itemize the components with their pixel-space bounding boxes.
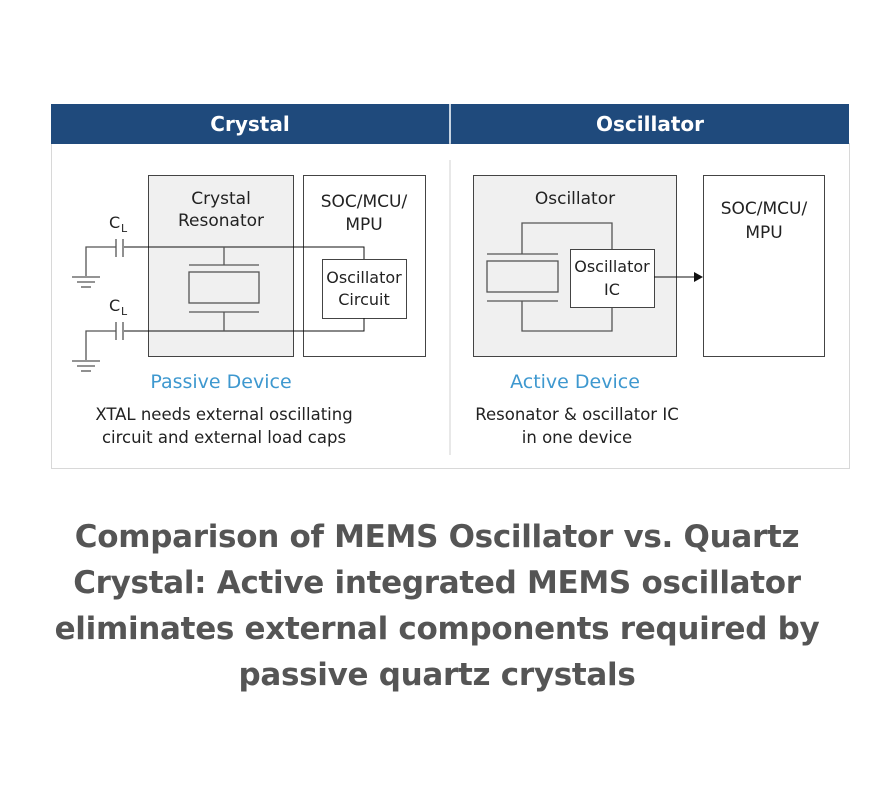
figure-caption: Comparison of MEMS Oscillator vs. Quartz… — [54, 519, 820, 693]
oscillator-circuit-label-2: Circuit — [338, 290, 390, 309]
header-oscillator: Oscillator — [596, 112, 704, 136]
cap-top-subscript: L — [121, 222, 128, 235]
mems-resonator-icon — [486, 253, 559, 302]
oscillator-box-label: Oscillator — [535, 189, 615, 209]
oscillator-ic-box — [570, 249, 655, 308]
cap-bottom-label: C — [109, 296, 120, 315]
header-bar-crystal — [51, 104, 449, 144]
oscillator-circuit-box — [322, 259, 407, 319]
oscillator-ic-label-1: Oscillator — [574, 257, 650, 276]
oscillator-ic-label-2: IC — [604, 280, 620, 299]
cap-bottom-subscript: L — [121, 305, 128, 318]
crystal-resonator-label-2: Resonator — [178, 211, 264, 231]
oscillator-description-1: Resonator & oscillator IC — [475, 405, 678, 424]
crystal-resonator-box — [148, 175, 294, 357]
output-arrow-icon — [694, 272, 703, 282]
crystal-description-2: circuit and external load caps — [102, 428, 346, 447]
crystal-resonator-label-1: Crystal — [191, 189, 251, 209]
osc-wire-bottom — [521, 301, 613, 332]
comparison-diagram: Crystal Oscillator Crystal Resonator SOC… — [51, 104, 850, 469]
wire-bottom — [124, 318, 365, 332]
crystal-panel: Crystal Resonator SOC/MCU/ MPU Oscillato… — [72, 175, 426, 447]
cap-top-label: C — [109, 213, 120, 232]
oscillator-description-2: in one device — [522, 428, 632, 447]
capacitor-top-icon — [85, 239, 124, 276]
capacitor-bottom-icon — [85, 322, 124, 360]
header-bar-oscillator — [451, 104, 849, 144]
soc-left-label-2: MPU — [345, 215, 382, 235]
soc-box-right — [703, 175, 825, 357]
header-crystal: Crystal — [210, 112, 289, 136]
active-device-label: Active Device — [510, 371, 640, 393]
oscillator-circuit-label-1: Oscillator — [326, 268, 402, 287]
oscillator-panel: Oscillator Oscillator IC SOC/MCU/ MPU Ac… — [473, 175, 825, 447]
soc-right-label-2: MPU — [745, 223, 782, 243]
soc-left-label-1: SOC/MCU/ — [321, 192, 408, 212]
osc-wire-top — [521, 222, 613, 254]
crystal-symbol-icon — [188, 247, 260, 331]
crystal-description-1: XTAL needs external oscillating — [95, 405, 352, 424]
wire-top — [124, 246, 365, 259]
ground-top-icon — [72, 276, 100, 288]
passive-device-label: Passive Device — [150, 371, 291, 393]
ground-bottom-icon — [72, 360, 100, 372]
soc-right-label-1: SOC/MCU/ — [721, 199, 808, 219]
